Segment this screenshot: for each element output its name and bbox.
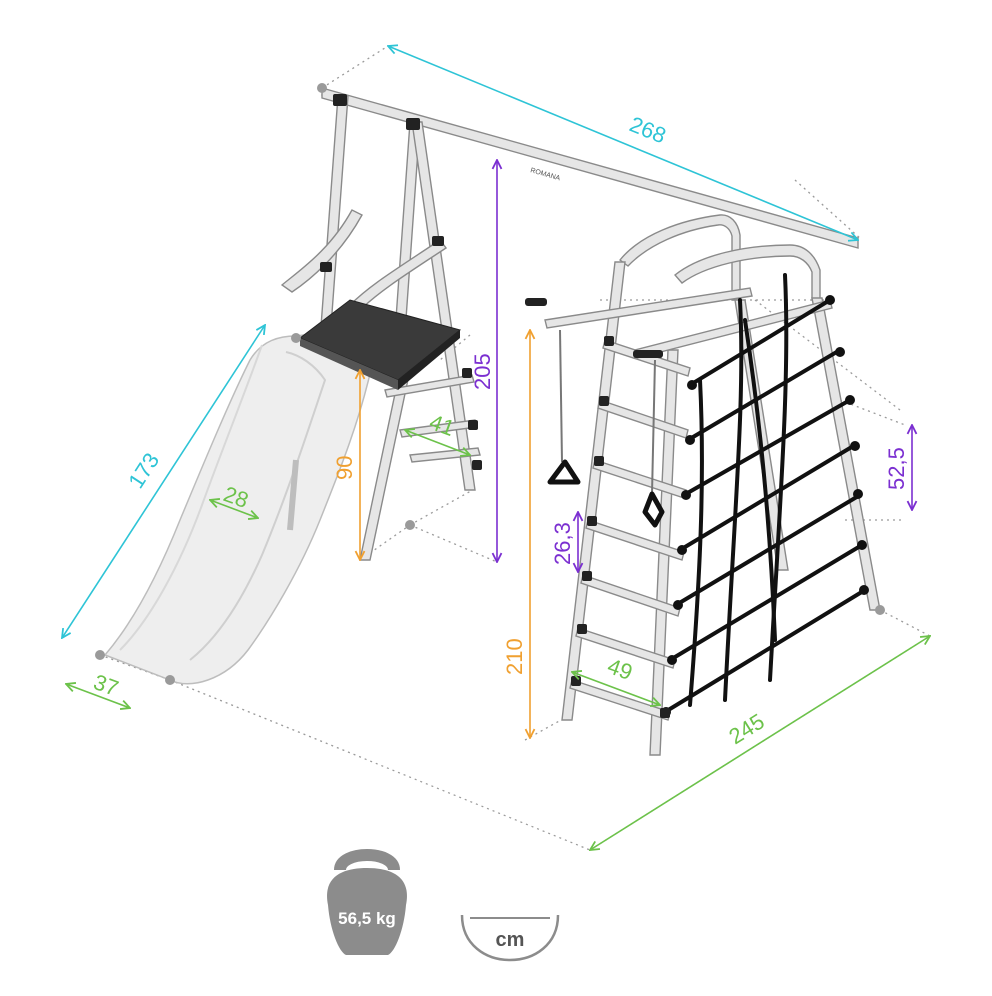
dim-net-height: 52,5 [884,447,909,490]
dim-line-slide-end-width [66,684,130,708]
dim-platform-height: 90 [332,456,357,480]
brand-label: ROMANA [529,167,561,182]
dim-line-slide-width [210,500,258,518]
dim-step-width: 41 [426,409,458,441]
dim-slide-length: 173 [123,448,164,492]
feet-markers [95,83,885,685]
kettlebell-icon [327,849,407,955]
dim-slide-end-width: 37 [90,669,122,701]
ruler-arc-icon [460,914,560,962]
dim-ring-height: 26,3 [550,522,575,565]
dim-ladder-width: 49 [604,653,636,685]
gym-rings [525,298,665,528]
weight-value: 56,5 kg [338,909,396,928]
units-badge: cm [460,914,560,962]
dim-total-length: 268 [626,111,669,148]
dim-line-slide-length [62,325,265,638]
units-value: cm [496,929,525,951]
weight-badge: 56,5 kg [327,849,407,955]
dim-line-total-length [388,46,858,240]
dim-line-total-width [590,636,930,850]
dim-line-step-width [405,430,470,455]
climbing-frame [544,214,881,756]
dim-total-width: 245 [724,709,768,750]
dim-climber-height: 210 [502,638,527,675]
dim-swing-height: 205 [470,353,495,390]
